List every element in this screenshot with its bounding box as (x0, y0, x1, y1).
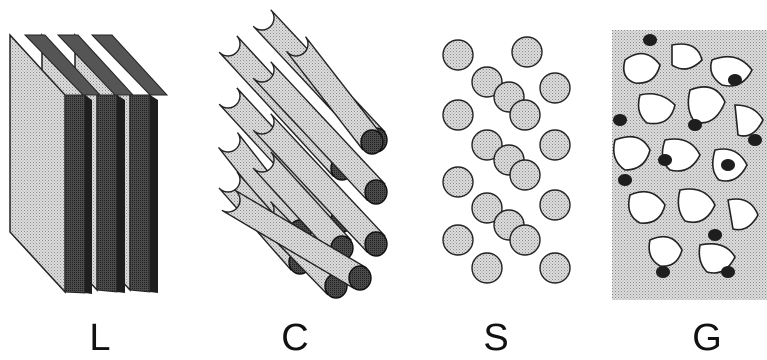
sphere (540, 73, 570, 103)
sphere (443, 100, 473, 130)
gyroid-node (658, 154, 672, 166)
sphere (540, 253, 570, 283)
gyroid-node (721, 159, 735, 171)
sphere (510, 225, 540, 255)
sphere (472, 253, 502, 283)
sphere (540, 190, 570, 220)
sphere (540, 130, 570, 160)
gyroid-node (721, 266, 735, 278)
cylinders-panel (219, 10, 387, 298)
sphere (443, 225, 473, 255)
gyroid-node (708, 229, 722, 241)
gyroid-node (688, 119, 702, 131)
sphere (443, 167, 473, 197)
sphere (510, 160, 540, 190)
panel-label-cylinders: C (265, 318, 325, 358)
sphere (512, 37, 542, 67)
panel-label-spheres: S (466, 318, 526, 358)
sphere (443, 40, 473, 70)
gyroid-node (656, 266, 670, 278)
gyroid-node (748, 134, 762, 146)
lamellar-panel (10, 35, 167, 294)
panel-label-gyroid: G (677, 318, 737, 358)
gyroid-node (728, 74, 742, 86)
gyroid-node (643, 34, 657, 46)
panel-label-lamellar: L (70, 318, 130, 358)
gyroid-node (613, 114, 627, 126)
gyroid-panel (612, 30, 767, 300)
gyroid-node (618, 174, 632, 186)
spheres-panel (443, 37, 570, 283)
sphere (510, 100, 540, 130)
